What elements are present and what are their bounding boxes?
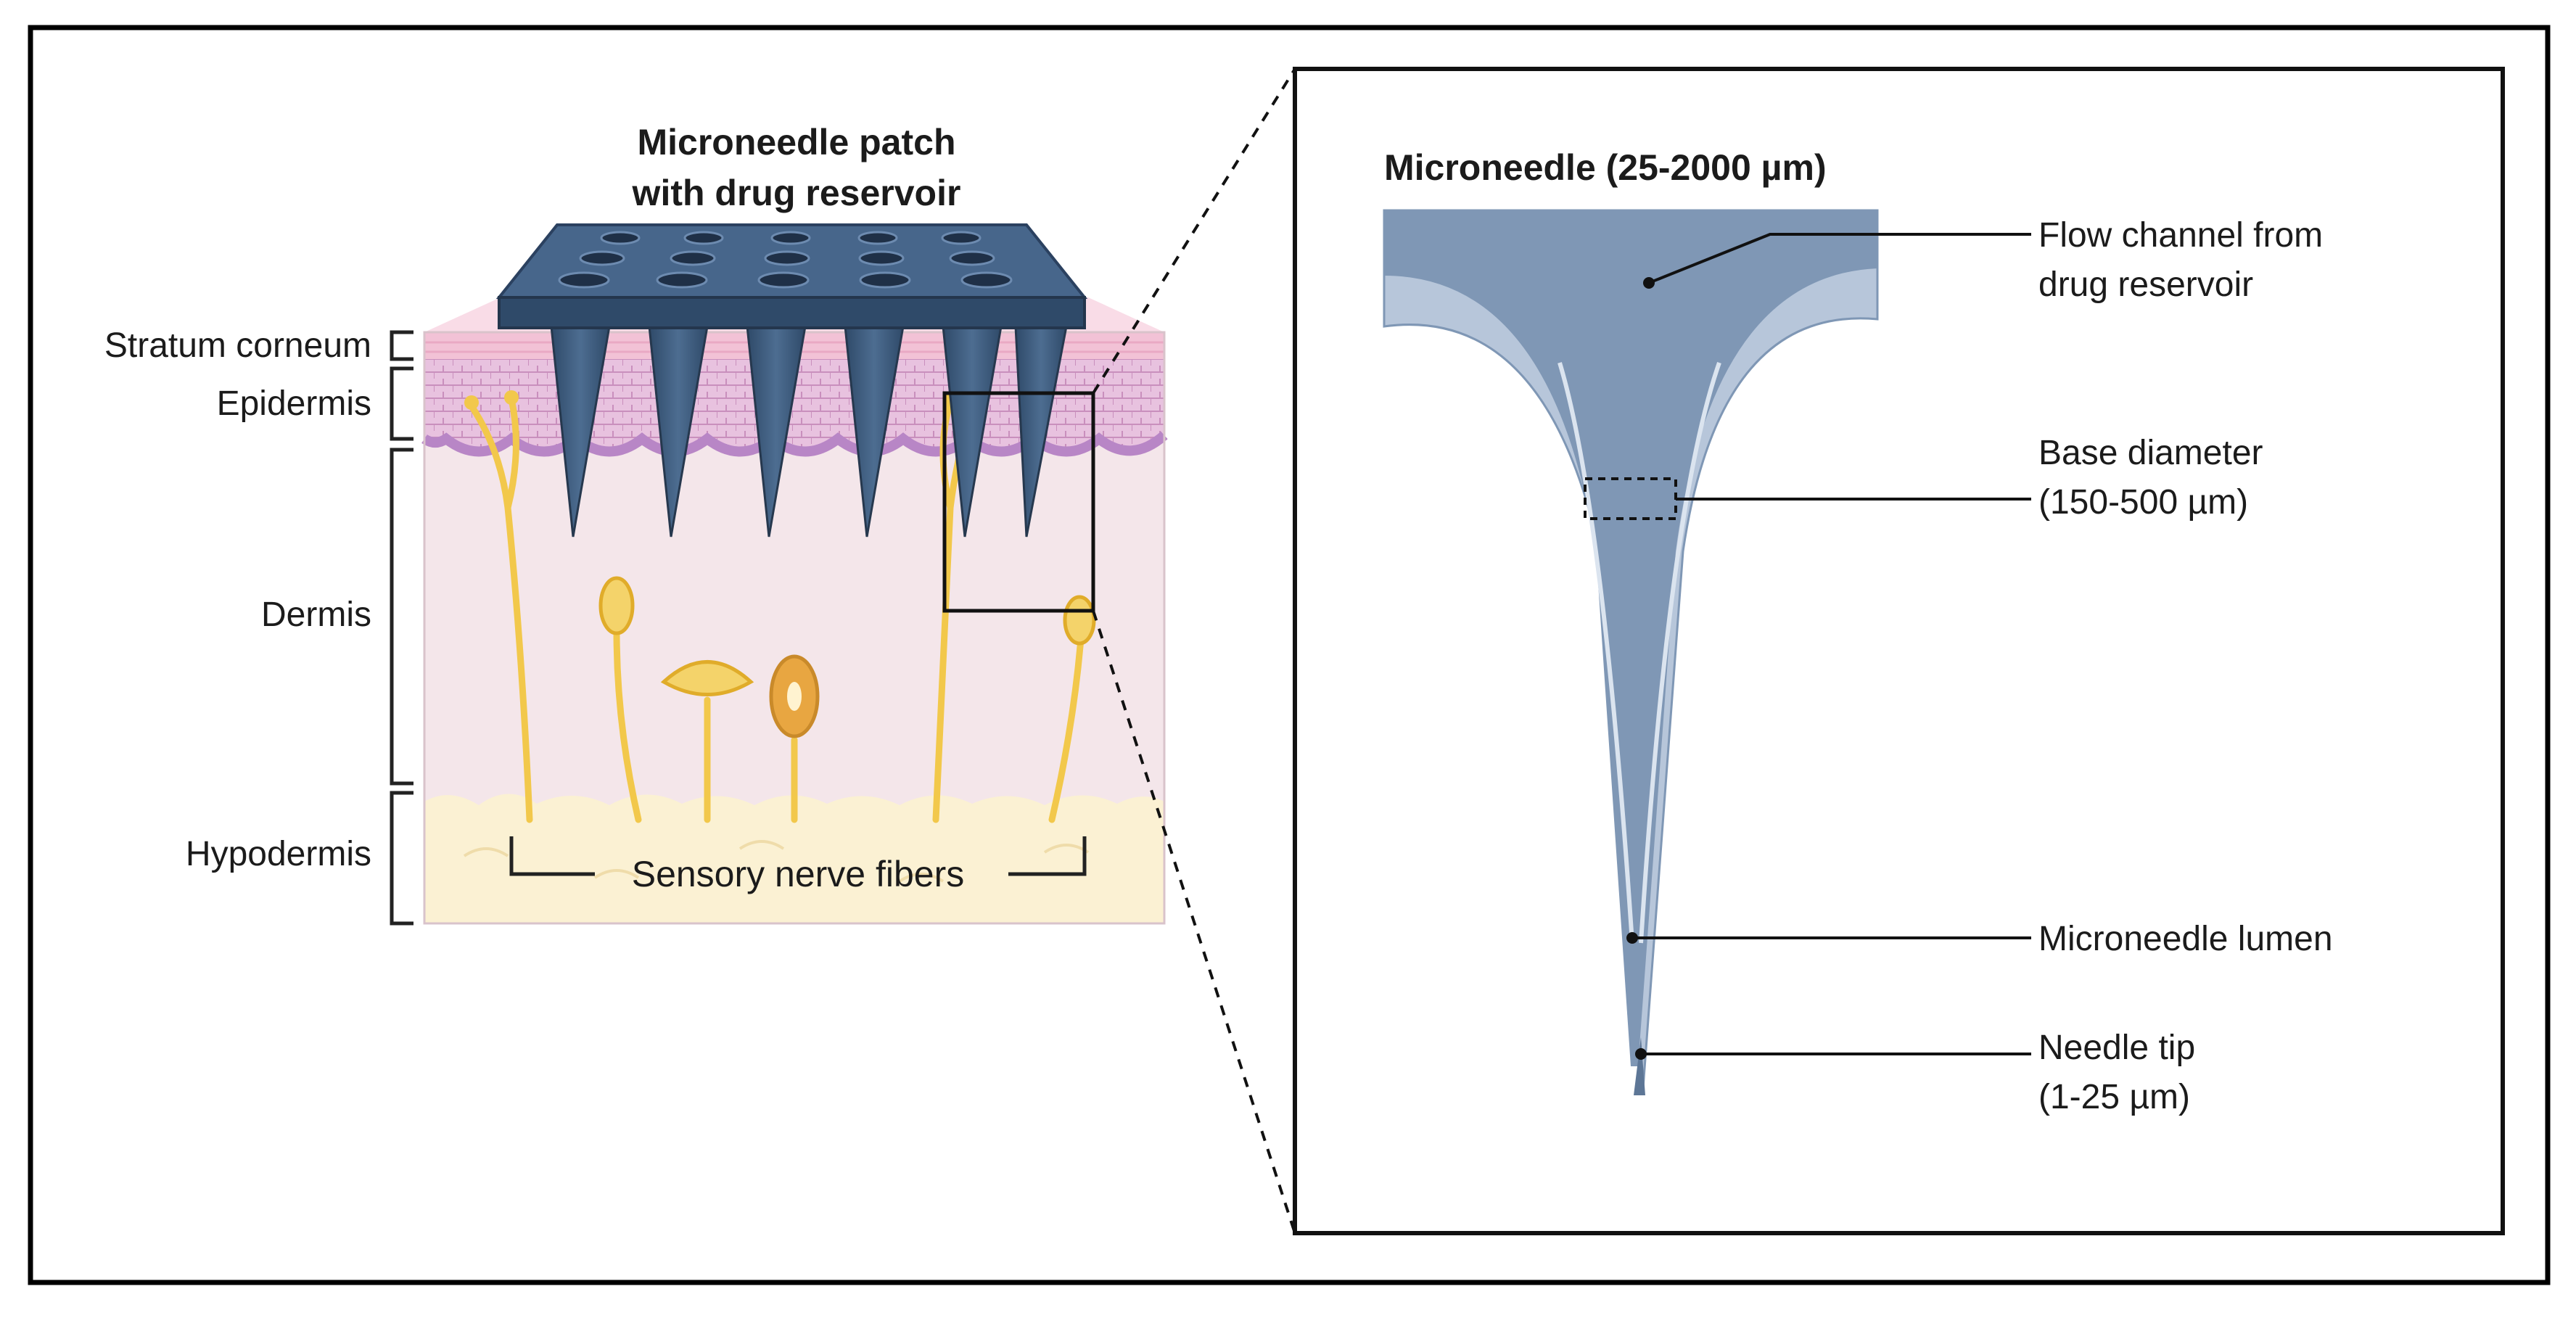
patch-front-face	[498, 296, 1086, 329]
nerve-bracket	[509, 836, 1087, 876]
nerve-fiber-1	[468, 403, 533, 823]
zoom-line-bottom	[1092, 610, 1296, 1234]
detail-title: Microneedle (25-2000 µm)	[1384, 147, 1827, 188]
microneedle-patch	[495, 223, 1088, 538]
label-stratum-corneum: Stratum corneum	[104, 326, 371, 365]
patch-title-line2: with drug reservoir	[632, 173, 961, 213]
meissner-corpuscle-2-icon	[1063, 595, 1096, 646]
reservoir-holes	[558, 231, 1013, 289]
label-flow-line1: Flow channel from	[2038, 216, 2323, 255]
label-flow-line2: drug reservoir	[2038, 265, 2253, 304]
label-lumen: Microneedle lumen	[2038, 920, 2333, 958]
label-base-line2: (150-500 µm)	[2038, 483, 2248, 522]
bracket-stratum-corneum	[390, 330, 413, 361]
label-tip-line2: (1-25 µm)	[2038, 1078, 2190, 1116]
callout-dots	[1626, 277, 1655, 1060]
nerve-fiber-1-branch	[504, 395, 519, 511]
nerve-fiber-2	[613, 627, 642, 823]
microneedle-detail	[1383, 209, 1879, 1095]
label-epidermis: Epidermis	[217, 384, 371, 423]
callout-lines	[1632, 233, 2031, 1055]
meissner-corpuscle-1-icon	[598, 576, 635, 635]
nerve-fiber-6	[1048, 635, 1085, 823]
free-nerve-ending-1-icon	[464, 395, 479, 410]
patch-title-line1: Microneedle patch	[638, 122, 956, 162]
skin-section	[421, 223, 1168, 925]
layer-brackets	[390, 330, 413, 926]
label-tip-line1: Needle tip	[2038, 1029, 2195, 1067]
zoom-region-box	[942, 391, 1095, 613]
hypodermis-layer	[424, 794, 1164, 923]
bracket-hypodermis	[390, 791, 413, 926]
patch-needles	[550, 325, 1068, 538]
label-dermis: Dermis	[261, 596, 371, 634]
free-nerve-ending-2-icon	[504, 390, 519, 405]
needle-tip-shape	[1634, 1037, 1645, 1095]
label-sensory-nerves: Sensory nerve fibers	[632, 854, 965, 894]
bracket-dermis	[390, 448, 413, 786]
label-base-line1: Base diameter	[2038, 434, 2263, 472]
bracket-epidermis	[390, 366, 413, 441]
callout-flow-channel	[1648, 233, 2031, 284]
ruffini-ending-icon	[660, 660, 754, 696]
label-hypodermis: Hypodermis	[186, 835, 371, 873]
zoom-line-top	[1092, 67, 1296, 395]
needle-lumen	[1384, 210, 1877, 1066]
